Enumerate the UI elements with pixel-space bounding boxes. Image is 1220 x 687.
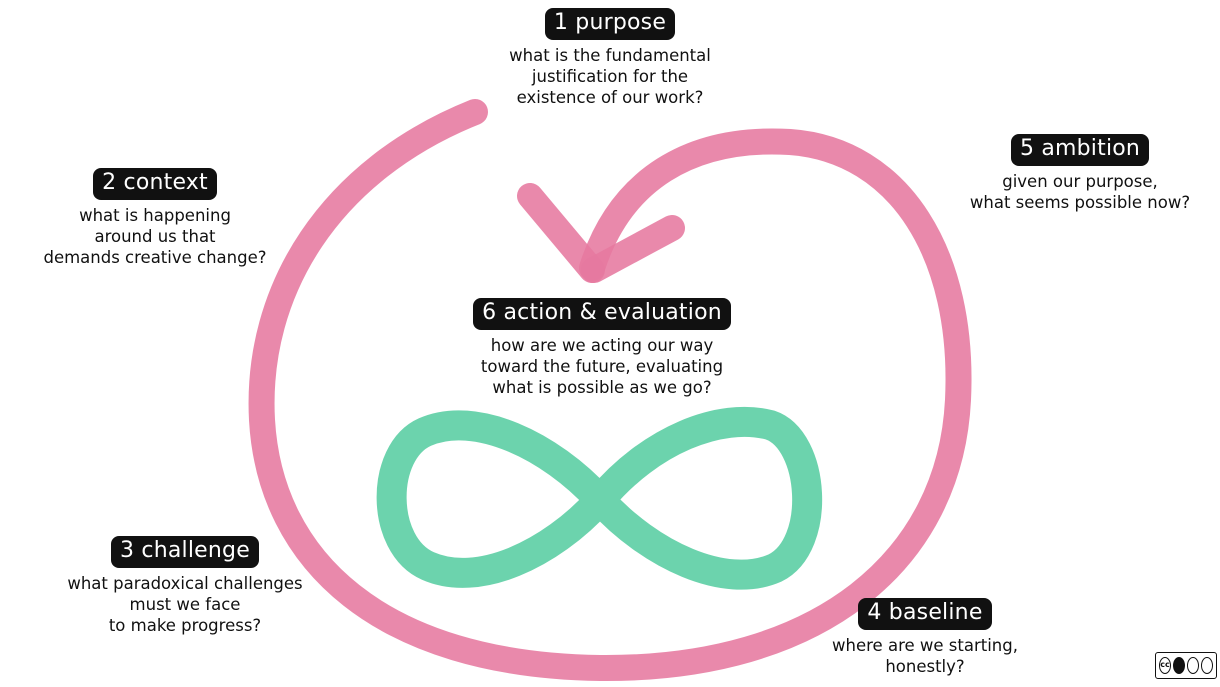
question-line: justification for the — [531, 67, 689, 86]
step-action-evaluation: 6 action & evaluation how are we acting … — [432, 298, 772, 398]
cc-icon: cc — [1159, 657, 1171, 674]
step-context: 2 context what is happening around us th… — [0, 168, 310, 268]
step-context-question: what is happening around us that demands… — [0, 205, 310, 268]
arrowhead-right-stroke — [581, 215, 685, 283]
question-line: to make progress? — [108, 616, 262, 635]
step-ambition: 5 ambition given our purpose, what seems… — [945, 134, 1215, 213]
pink-spiral-arrow — [248, 99, 972, 682]
step-context-label: 2 context — [93, 168, 217, 200]
step-purpose: 1 purpose what is the fundamental justif… — [460, 8, 760, 108]
question-line: demands creative change? — [43, 248, 267, 267]
question-line: toward the future, evaluating — [480, 357, 724, 376]
step-baseline-question: where are we starting, honestly? — [805, 635, 1045, 677]
step-purpose-question: what is the fundamental justification fo… — [460, 45, 760, 108]
step-challenge-label: 3 challenge — [111, 536, 259, 568]
question-line: given our purpose, — [1002, 172, 1158, 191]
question-line: around us that — [94, 227, 216, 246]
step-purpose-label: 1 purpose — [544, 8, 676, 40]
step-action-evaluation-question: how are we acting our way toward the fut… — [432, 335, 772, 398]
step-baseline: 4 baseline where are we starting, honest… — [805, 598, 1045, 677]
step-baseline-label: 4 baseline — [858, 598, 992, 630]
step-challenge: 3 challenge what paradoxical challenges … — [40, 536, 330, 636]
question-line: what seems possible now? — [969, 193, 1191, 212]
step-ambition-label: 5 ambition — [1010, 134, 1150, 166]
creative-commons-badge: cc — [1155, 652, 1217, 679]
question-line: what is the fundamental — [509, 46, 711, 65]
question-line: must we face — [129, 595, 241, 614]
arrowhead-left-stroke — [517, 183, 605, 283]
question-line: where are we starting, — [832, 636, 1018, 655]
step-ambition-question: given our purpose, what seems possible n… — [945, 171, 1215, 213]
question-line: what is possible as we go? — [492, 378, 712, 397]
attribution-icon — [1173, 657, 1185, 674]
question-line: what paradoxical challenges — [67, 574, 303, 593]
infinity-loop-icon — [376, 406, 823, 590]
question-line: what is happening — [79, 206, 231, 225]
question-line: how are we acting our way — [490, 336, 714, 355]
step-challenge-question: what paradoxical challenges must we face… — [40, 573, 330, 636]
noncommercial-icon — [1187, 657, 1199, 674]
question-line: existence of our work? — [516, 88, 704, 107]
noderivatives-icon — [1201, 657, 1213, 674]
question-line: honestly? — [885, 657, 965, 676]
step-action-evaluation-label: 6 action & evaluation — [473, 298, 731, 330]
